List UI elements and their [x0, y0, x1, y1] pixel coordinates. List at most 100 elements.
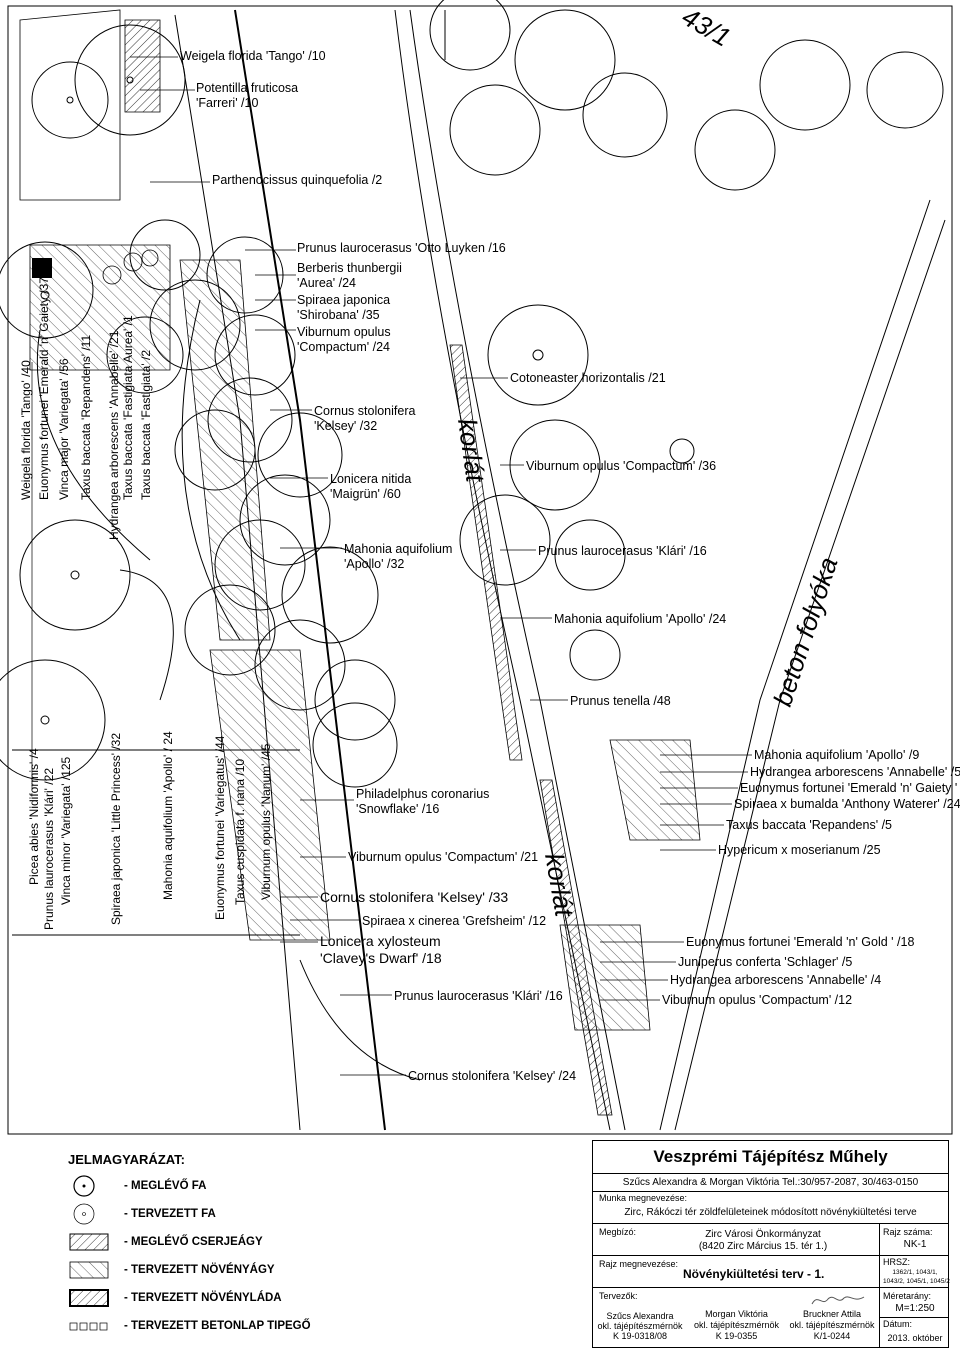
- label-lonicera-2: 'Maigrün' /60: [330, 487, 401, 501]
- title-block: Veszprémi Tájépítész Műhely Szűcs Alexan…: [592, 1140, 950, 1348]
- legend-label: - TERVEZETT NÖVÉNYLÁDA: [124, 1292, 282, 1304]
- label-spiraea-bumalda: Spiraea x bumalda 'Anthony Waterer' /24: [734, 797, 960, 811]
- label-potentilla-1: Potentilla fruticosa: [196, 81, 298, 95]
- drawing-name-label: Rajz megnevezése:: [599, 1259, 679, 1269]
- label-mahonia-9: Mahonia aquifolium 'Apollo' /9: [754, 748, 919, 762]
- label-spiraea-jap-2: 'Shirobana' /35: [297, 308, 380, 322]
- designer1-name: Szűcs Alexandra: [606, 1311, 674, 1321]
- hrsz-label: HRSZ:: [883, 1257, 910, 1267]
- label-viburnum-21: Viburnum opulus 'Compactum' /21: [348, 850, 538, 864]
- drawing-name: Növénykiültetési terv - 1.: [683, 1267, 825, 1281]
- label-cornus-33: Cornus stolonifera 'Kelsey' /33: [320, 889, 508, 905]
- label-viburnum-36: Viburnum opulus 'Compactum' /36: [526, 459, 716, 473]
- label-prunus-klari-16: Prunus laurocerasus 'Klári' /16: [538, 544, 707, 558]
- planned-planter-symbol: [69, 1289, 109, 1307]
- vertical-plant-label: Vinca major 'Variegata' /56: [57, 358, 71, 500]
- vertical-plant-label: Taxus baccata 'Fastigiata' /2: [139, 350, 153, 500]
- designer1-id: K 19-0318/08: [612, 1331, 668, 1341]
- existing-tree-symbol: [73, 1175, 95, 1197]
- label-cotoneaster: Cotoneaster horizontalis /21: [510, 371, 666, 385]
- drawing-no-label: Rajz száma:: [883, 1227, 933, 1237]
- date: 2013. október: [887, 1333, 943, 1343]
- vertical-plant-label: Euonymus fortunei 'Emerald 'n' Gaiety /3…: [37, 277, 51, 500]
- designers-label: Tervezők:: [599, 1291, 638, 1301]
- client-label: Megbízó:: [599, 1227, 637, 1237]
- legend-title: JELMAGYARÁZAT:: [68, 1152, 186, 1167]
- label-juniperus: Juniperus conferta 'Schlager' /5: [678, 955, 852, 969]
- label-berberis-1: Berberis thunbergii: [297, 261, 402, 275]
- signature-image: [811, 1296, 865, 1305]
- label-philadelphus-2: 'Snowflake' /16: [356, 802, 439, 816]
- label-weigela-tango: Weigela florida 'Tango' /10: [180, 49, 326, 63]
- planned-tree-symbol: [73, 1203, 95, 1225]
- scale: M=1:250: [895, 1303, 935, 1314]
- legend-label: - MEGLÉVŐ FA: [124, 1180, 207, 1192]
- label-hydrangea-4: Hydrangea arborescens 'Annabelle' /4: [670, 973, 881, 987]
- planned-bed-symbol: [69, 1261, 109, 1279]
- planting-plan-drawing: 43/1 Weigela florida 'Tango' /10 Potenti…: [0, 0, 960, 1135]
- label-cornus-2: 'Kelsey' /32: [314, 419, 377, 433]
- label-otto-luyken: Prunus laurocerasus 'Otto Luyken /16: [297, 241, 506, 255]
- designer3-title: okl. tájépítészmérnök: [789, 1320, 875, 1330]
- work-label: Munka megnevezése:: [599, 1193, 688, 1203]
- legend-label: - MEGLÉVŐ CSERJEÁGY: [124, 1236, 263, 1248]
- legend: JELMAGYARÁZAT: - MEGLÉVŐ FA - TERVEZETT …: [62, 1148, 582, 1348]
- drawing-no: NK-1: [903, 1239, 927, 1250]
- label-cornus-24: Cornus stolonifera 'Kelsey' /24: [408, 1069, 576, 1083]
- label-viburnum-12: Viburnum opulus 'Compactum' /12: [662, 993, 852, 1007]
- vertical-plant-label: Hydrangea arborescens 'Annabelle' /21: [107, 330, 121, 540]
- label-potentilla-2: 'Farreri' /10: [196, 96, 258, 110]
- label-korlat-upper: korlát: [452, 417, 491, 486]
- label-lonicera-xyl-2: 'Clavey's Dwarf' /18: [320, 950, 442, 966]
- vertical-plant-label: Weigela florida 'Tango' /40: [19, 360, 33, 500]
- label-viburnum-1: Viburnum opulus: [297, 325, 391, 339]
- vertical-plant-label: Viburnum opulus 'Nanum' /45: [259, 743, 273, 900]
- leader-lines: [31, 56, 752, 1076]
- scale-label: Méretarány:: [883, 1291, 932, 1301]
- label-lonicera-1: Lonicera nitida: [330, 472, 411, 486]
- label-mahonia-24: Mahonia aquifolium 'Apollo' /24: [554, 612, 726, 626]
- tree-circles: [0, 0, 944, 788]
- legend-item-existing-shrub-bed: - MEGLÉVŐ CSERJEÁGY: [62, 1230, 462, 1254]
- label-hydrangea-5: Hydrangea arborescens 'Annabelle' /5: [750, 765, 960, 779]
- vertical-plant-label: Mahonia aquifolium 'Apollo' / 24: [161, 731, 175, 900]
- label-hypericum: Hypericum x moserianum /25: [718, 843, 881, 857]
- label-spiraea-jap-1: Spiraea japonica: [297, 293, 390, 307]
- legend-label: - TERVEZETT NÖVÉNYÁGY: [124, 1264, 275, 1276]
- drawing-border: [7, 5, 953, 1135]
- designer2-name: Morgan Viktória: [705, 1309, 768, 1319]
- label-taxus-5: Taxus baccata 'Repandens' /5: [726, 818, 892, 832]
- vertical-plant-label: Taxus baccata 'Repandens' /11: [79, 335, 93, 500]
- studio-contacts: Szűcs Alexandra & Morgan Viktória Tel.:3…: [622, 1177, 919, 1188]
- label-prunus-klari-16b: Prunus laurocerasus 'Klári' /16: [394, 989, 563, 1003]
- designer1-title: okl. tájépítészmérnök: [597, 1321, 683, 1331]
- client-line-1: Zirc Városi Önkormányzat: [705, 1229, 821, 1240]
- designer2-title: okl. tájépítészmérnök: [693, 1320, 780, 1330]
- hrsz-1: 1362/1, 1043/1,: [892, 1269, 938, 1276]
- vertical-plant-label: Euonymus fortunei 'Variegatus' /44: [213, 735, 227, 920]
- client-line-2: (8420 Zirc Március 15. tér 1.): [698, 1241, 828, 1252]
- legend-item-planned-bed: - TERVEZETT NÖVÉNYÁGY: [62, 1258, 462, 1282]
- existing-shrub-bed-symbol: [69, 1233, 109, 1251]
- vertical-labels-upper: Weigela florida 'Tango' /40 Euonymus fort…: [19, 277, 153, 540]
- label-beton-folyoka: beton folyóka: [767, 553, 843, 709]
- label-philadelphus-1: Philadelphus coronarius: [356, 787, 489, 801]
- designer3-name: Bruckner Attila: [802, 1309, 862, 1319]
- legend-item-planned-tree: - TERVEZETT FA: [62, 1202, 462, 1226]
- label-spiraea-cinerea: Spiraea x cinerea 'Grefsheim' /12: [362, 914, 546, 928]
- legend-item-stepping-stones: - TERVEZETT BETONLAP TIPEGŐ: [62, 1314, 462, 1338]
- label-korlat-lower: korlát: [539, 851, 580, 921]
- label-lonicera-xyl-1: Lonicera xylosteum: [320, 933, 441, 949]
- label-viburnum-2: 'Compactum' /24: [297, 340, 390, 354]
- stepping-stones-symbol: [69, 1322, 108, 1331]
- label-euonymus-18: Euonymus fortunei 'Emerald 'n' Gold ' /1…: [686, 935, 914, 949]
- planting-beds: [29, 19, 701, 1031]
- vertical-plant-label: Taxus cuspidata f. nana /10: [233, 759, 247, 905]
- date-label: Dátum:: [883, 1319, 913, 1329]
- designer3-id: K/1-0244: [813, 1331, 851, 1341]
- legend-item-planned-planter: - TERVEZETT NÖVÉNYLÁDA: [62, 1286, 462, 1310]
- studio-name: Veszprémi Tájépítész Műhely: [653, 1147, 888, 1166]
- vertical-plant-label: Picea abies 'Nidiformis' /4: [27, 748, 41, 885]
- label-mahonia-1: Mahonia aquifolium: [344, 542, 452, 556]
